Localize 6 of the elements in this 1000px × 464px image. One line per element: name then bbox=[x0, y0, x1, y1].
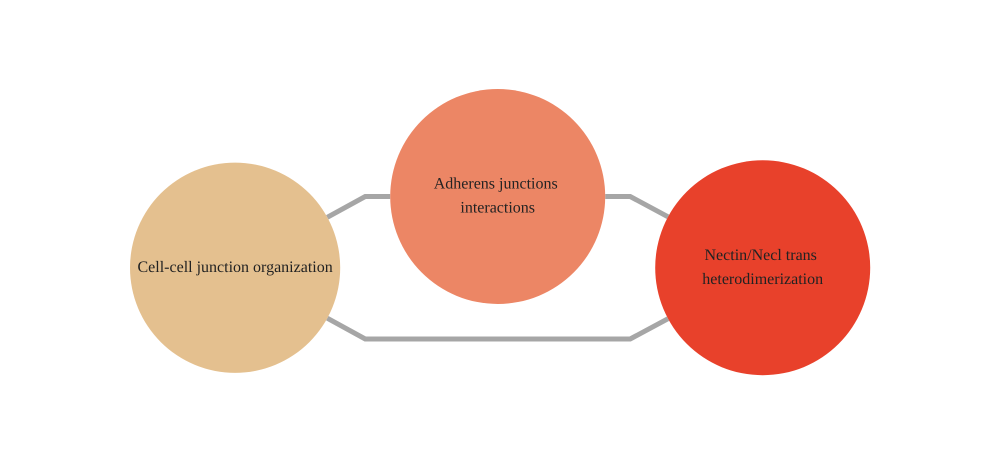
connector bbox=[326, 316, 670, 342]
node-circle: Cell-cell junction organization bbox=[130, 162, 340, 373]
node-circle: Adherens junctions interactions bbox=[390, 88, 606, 304]
node-circle: Nectin/Necl trans heterodimerization bbox=[655, 160, 870, 376]
connector bbox=[605, 194, 670, 219]
connector bbox=[326, 194, 390, 220]
